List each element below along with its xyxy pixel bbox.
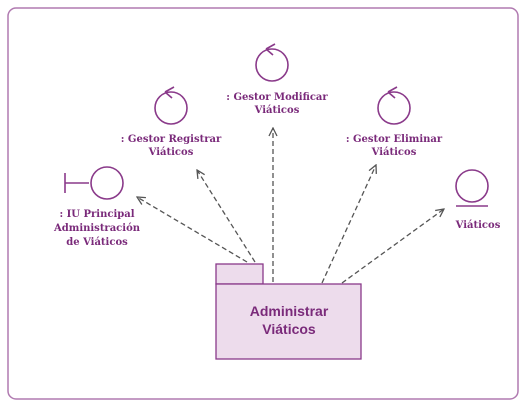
diagram-frame	[7, 7, 519, 400]
iu-principal-label-line1: : IU Principal	[59, 209, 134, 220]
viaticos-entity-label: Viáticos	[455, 220, 501, 231]
gestor-eliminar-label-line2: Viáticos	[371, 147, 417, 158]
dependency-arrow-iu-principal	[137, 197, 248, 263]
control-icon	[154, 86, 188, 125]
entity-icon	[455, 169, 489, 207]
control-icon	[255, 43, 289, 82]
iu-principal-label-line2: Administración	[53, 223, 141, 234]
package-body	[215, 283, 362, 360]
package-tab	[215, 263, 264, 285]
gestor-eliminar: : Gestor Eliminar Viáticos	[346, 86, 443, 158]
gestor-registrar-label-line2: Viáticos	[148, 147, 194, 158]
gestor-modificar: : Gestor Modificar Viáticos	[226, 43, 328, 116]
iu-principal: : IU Principal Administración de Viático…	[53, 166, 141, 248]
package-label-line1: Administrar	[250, 303, 329, 319]
dependency-arrow-gestor-eliminar	[321, 165, 376, 284]
control-icon	[377, 86, 411, 125]
package-label-line2: Viáticos	[262, 321, 316, 337]
dependency-arrow-viaticos-entity	[341, 209, 444, 284]
gestor-registrar-label-line1: : Gestor Registrar	[121, 134, 222, 145]
gestor-registrar: : Gestor Registrar Viáticos	[121, 86, 222, 158]
boundary-icon	[64, 166, 124, 200]
gestor-eliminar-label-line1: : Gestor Eliminar	[346, 134, 443, 145]
package-administrar-viaticos: Administrar Viáticos	[215, 263, 362, 360]
viaticos-entity: Viáticos	[455, 169, 501, 231]
gestor-modificar-label-line1: : Gestor Modificar	[226, 92, 328, 103]
iu-principal-label-line3: de Viáticos	[66, 237, 128, 248]
dependency-arrow-gestor-registrar	[197, 170, 256, 263]
dependency-arrows	[137, 128, 444, 284]
gestor-modificar-label-line2: Viáticos	[254, 105, 300, 116]
